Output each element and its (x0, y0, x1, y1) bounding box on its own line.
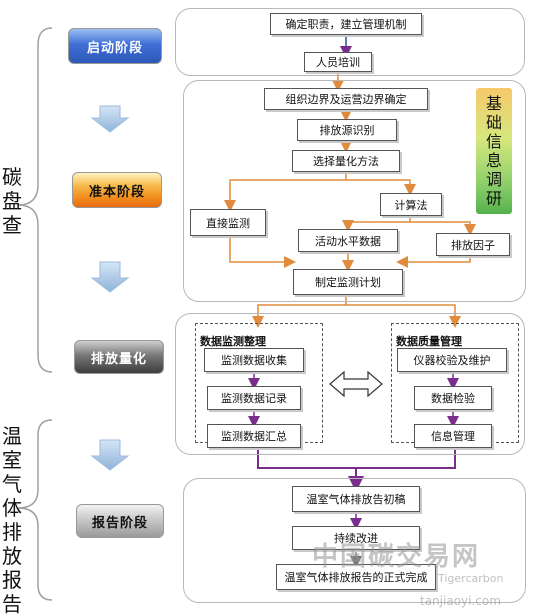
step-responsibility: 确定职责，建立管理机制 (270, 13, 422, 35)
ghg-report-brace (17, 419, 53, 601)
stage-quantify: 排放量化 (74, 340, 164, 374)
step-data-collection: 监测数据收集 (204, 348, 304, 372)
step-source-identification: 排放源识别 (297, 119, 397, 141)
stage-arrow-3 (90, 439, 130, 471)
report-panel (183, 478, 526, 603)
prepare-panel (183, 80, 526, 302)
watermark-brand: Tigercarbon (438, 572, 504, 585)
step-direct-monitoring: 直接监测 (190, 209, 266, 236)
step-instrument-calibration: 仪器校验及维护 (397, 348, 507, 372)
stage-prepare: 准本阶段 (72, 172, 162, 208)
start-panel (175, 8, 525, 76)
watermark-url: tanjiaoyi.com (420, 594, 501, 608)
step-activity-data: 活动水平数据 (298, 229, 398, 252)
step-report-draft: 温室气体排放告初稿 (292, 486, 420, 512)
step-boundary: 组织边界及运营边界确定 (264, 88, 428, 110)
step-emission-factor: 排放因子 (436, 233, 510, 256)
stage-report: 报告阶段 (76, 504, 164, 538)
ghg-report-label: 温 室 气 体 排 放 报 告 (2, 424, 22, 616)
watermark-logo-text: 中国碳交易网 (312, 542, 481, 572)
step-calculation: 计算法 (380, 193, 442, 216)
step-info-management: 信息管理 (414, 424, 492, 448)
stage-arrow-1 (90, 105, 130, 133)
stage-arrow-2 (90, 261, 130, 293)
step-data-recording: 监测数据记录 (207, 386, 301, 410)
double-arrow (329, 370, 383, 398)
data-monitoring-title: 数据监测整理 (200, 335, 266, 348)
carbon-inventory-label: 碳 盘 查 (2, 165, 22, 237)
step-method: 选择量化方法 (292, 150, 400, 172)
step-data-summary: 监测数据汇总 (207, 424, 301, 448)
quantify-panel (175, 313, 525, 455)
info-research-box: 基 础 信 息 调 研 (476, 88, 512, 214)
stage-start: 启动阶段 (68, 28, 162, 64)
step-data-check: 数据检验 (414, 386, 492, 410)
carbon-inventory-brace (17, 27, 53, 373)
step-training: 人员培训 (304, 52, 372, 72)
data-quality-title: 数据质量管理 (396, 335, 462, 348)
step-monitoring-plan: 制定监测计划 (293, 269, 403, 295)
step-continuous-improvement: 持续改进 (292, 526, 420, 550)
step-report-final: 温室气体排放报告的正式完成 (276, 564, 436, 590)
